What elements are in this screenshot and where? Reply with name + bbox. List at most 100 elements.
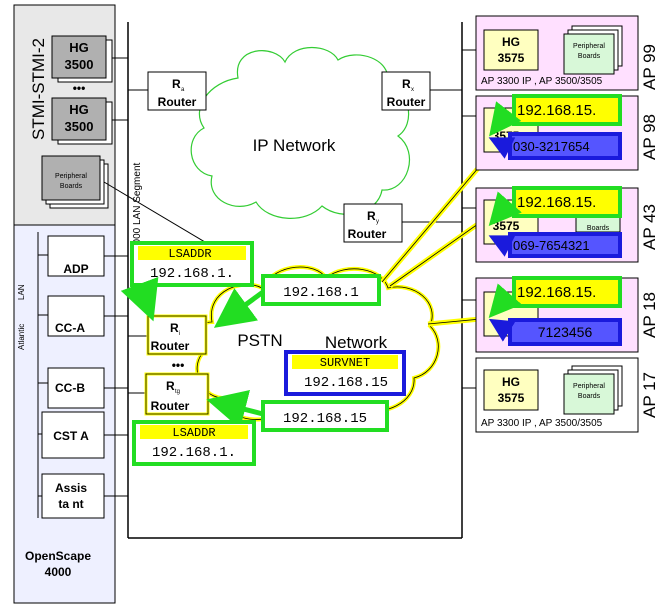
lsaddr-bottom-ip: 192.168.1. bbox=[152, 445, 236, 461]
lsaddr-bottom-callout: LSADDR 192.168.1. bbox=[132, 420, 256, 466]
ap-43-ip-arrow bbox=[488, 191, 522, 227]
hg-dots: ••• bbox=[73, 81, 86, 95]
ap-hg-model: 3575 bbox=[498, 51, 525, 65]
stmi-label: STMI-STMI-2 bbox=[29, 38, 48, 140]
router-letter: R bbox=[172, 77, 181, 91]
survnet-callout: SURVNET 192.168.15 bbox=[284, 350, 406, 396]
router-sub: i bbox=[179, 331, 180, 337]
ap-peripheral-line2: Boards bbox=[578, 393, 601, 400]
router-ri: R i Router bbox=[146, 314, 208, 356]
ap-99-module: HG 3575 Peripheral Boards AP 3300 IP , A… bbox=[475, 15, 639, 91]
survnet-ip: 192.168.15 bbox=[304, 375, 388, 391]
peripheral-boards-left: Peripheral Boards bbox=[41, 155, 109, 209]
cc-b-box: CC-B bbox=[38, 367, 105, 409]
router-label: Router bbox=[348, 227, 387, 241]
rtg-arrow bbox=[206, 390, 264, 429]
lsaddr-top-arrow bbox=[120, 276, 159, 322]
router-letter: R bbox=[367, 209, 376, 223]
hg3500-bottom: HG 3500 bbox=[51, 97, 113, 145]
ap-98-label: AP 98 bbox=[640, 114, 659, 160]
ap-17-label: AP 17 bbox=[640, 372, 659, 418]
lan-segment-label: 4000 LAN Segment bbox=[132, 162, 143, 250]
ap-43-phone: 069-7654321 bbox=[513, 238, 590, 253]
ap-footer: AP 3300 IP , AP 3500/3505 bbox=[481, 418, 603, 429]
ap-43-label: AP 43 bbox=[640, 204, 659, 250]
atlantic-label: Atlantic bbox=[17, 324, 26, 350]
ap-peripheral-line2: Boards bbox=[587, 225, 610, 232]
openscape-system-panel: STMI-STMI-2 HG 3500 ••• HG 3500 Peripher… bbox=[13, 4, 116, 604]
router-letter: R bbox=[402, 77, 411, 91]
ip-network-label: IP Network bbox=[253, 136, 336, 155]
router-label: Router bbox=[158, 95, 197, 109]
ip-network-cloud: IP Network bbox=[190, 47, 410, 219]
adp-label: ADP bbox=[63, 262, 88, 276]
ap-17-module: HG 3575 Peripheral Boards AP 3300 IP , A… bbox=[475, 357, 639, 433]
product-line2: 4000 bbox=[45, 565, 72, 579]
ap-hg-model: 3575 bbox=[493, 219, 520, 233]
ap-hg-name: HG bbox=[502, 35, 520, 49]
ap-98-phone: 030-3217654 bbox=[513, 139, 590, 154]
hg-name: HG bbox=[69, 102, 89, 117]
ap-99-label: AP 99 bbox=[640, 44, 659, 90]
cst-box: CST A bbox=[38, 411, 105, 459]
router-letter: R bbox=[170, 321, 179, 335]
ap-18-label: AP 18 bbox=[640, 292, 659, 338]
router-label: Router bbox=[387, 95, 426, 109]
router-sub: x bbox=[411, 87, 414, 93]
lsaddr-bottom-title: LSADDR bbox=[172, 426, 215, 440]
ap-footer: AP 3300 IP , AP 3500/3505 bbox=[481, 76, 603, 87]
ap-hg-name: HG bbox=[502, 375, 520, 389]
hg-model: 3500 bbox=[65, 57, 94, 72]
cc-a-box: CC-A bbox=[38, 295, 105, 337]
router-label: Router bbox=[151, 399, 190, 413]
ap-98-ip-arrow bbox=[489, 101, 522, 137]
router-rx: R x Router bbox=[381, 71, 431, 111]
peripheral-line2: Boards bbox=[60, 183, 83, 190]
router-sub: y bbox=[376, 219, 379, 225]
hg-model: 3500 bbox=[65, 119, 94, 134]
rtg-ip: 192.168.15 bbox=[283, 411, 367, 427]
router-dots: ••• bbox=[172, 358, 185, 372]
ap-peripheral-line1: Peripheral bbox=[573, 43, 605, 50]
router-sub: a bbox=[181, 87, 185, 93]
ap-18-ip-arrow bbox=[488, 283, 522, 319]
cc-a-label: CC-A bbox=[55, 321, 85, 335]
router-ra: R a Router bbox=[147, 71, 207, 111]
pstn-label: PSTN bbox=[237, 331, 282, 350]
lan-label: LAN bbox=[17, 284, 26, 300]
router-sub: tg bbox=[175, 389, 180, 395]
ap-hg-model: 3575 bbox=[498, 391, 525, 405]
adp-box: ADP bbox=[38, 235, 105, 277]
hg3500-top: HG 3500 bbox=[51, 35, 113, 83]
router-rtg: R tg Router bbox=[144, 372, 210, 416]
assistant-label-1: Assis bbox=[55, 481, 87, 495]
ap-18-phone: 7123456 bbox=[538, 324, 593, 340]
pstn-network-label: Network bbox=[325, 333, 388, 352]
product-line1: OpenScape bbox=[25, 549, 91, 563]
ap-98-ip: 192.168.15. bbox=[517, 102, 596, 119]
ap-peripheral-line2: Boards bbox=[578, 53, 601, 60]
rtg-ip-callout: 192.168.15 bbox=[261, 400, 389, 432]
assistant-box: Assis ta nt bbox=[38, 473, 105, 519]
pstn-router-arrow bbox=[213, 288, 265, 328]
cc-b-label: CC-B bbox=[55, 381, 85, 395]
ap-18-phone-arrow bbox=[488, 318, 516, 342]
ap-98-phone-arrow bbox=[488, 137, 516, 159]
peripheral-line1: Peripheral bbox=[55, 173, 87, 180]
lsaddr-top-title: LSADDR bbox=[168, 247, 211, 261]
hg-name: HG bbox=[69, 40, 89, 55]
ap-43-module: 3575 Boards 192.168.15. 069-7654321 bbox=[475, 186, 639, 263]
lsaddr-top-ip: 192.168.1. bbox=[150, 266, 234, 282]
ap-43-phone-arrow bbox=[488, 235, 516, 257]
router-letter: R bbox=[166, 379, 175, 393]
router-ry: R y Router bbox=[343, 203, 403, 243]
lsaddr-top-callout: LSADDR 192.168.1. bbox=[130, 241, 254, 287]
ap-18-ip: 192.168.15. bbox=[517, 284, 596, 301]
ap-peripheral-line1: Peripheral bbox=[573, 383, 605, 390]
cst-label: CST A bbox=[53, 429, 89, 443]
router-label: Router bbox=[151, 339, 190, 353]
ap-98-module: 3575 192.168.15. 030-3217654 bbox=[475, 94, 639, 171]
survnet-title: SURVNET bbox=[320, 356, 370, 370]
assistant-label-2: ta nt bbox=[58, 497, 83, 511]
